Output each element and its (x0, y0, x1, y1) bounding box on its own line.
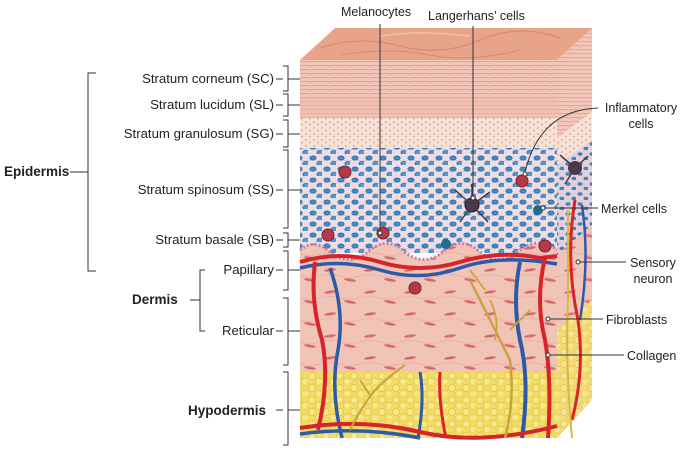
stratum-basale-label: Stratum basale (SB) (155, 232, 274, 247)
fibroblasts-label: Fibroblasts (606, 313, 668, 327)
sensory-line-1: Sensory (630, 256, 676, 270)
melanocytes-label: Melanocytes (341, 5, 412, 19)
dermis-label: Dermis (132, 292, 178, 307)
stratum-granulosum-label: Stratum granulosum (SG) (123, 126, 274, 141)
epidermis-label: Epidermis (4, 164, 70, 179)
stratum-corneum-label: Stratum corneum (SC) (142, 71, 274, 86)
langerhans-label: Langerhans’ cells (428, 9, 525, 23)
stratum-lucidum-label: Stratum lucidum (SL) (150, 97, 274, 112)
merkel-cells-label: Merkel cells (601, 202, 667, 216)
collagen-label: Collagen (627, 349, 677, 363)
inflammatory-line-2: cells (628, 117, 654, 131)
inflammatory-line-1: Inflammatory (604, 101, 678, 115)
stratum-spinosum-label: Stratum spinosum (SS) (137, 182, 274, 197)
inflammatory-cells-label: Inflammatory cells (600, 100, 682, 132)
sensory-neuron-label: Sensory neuron (624, 255, 682, 287)
hypodermis-label: Hypodermis (188, 403, 267, 418)
reticular-label: Reticular (221, 323, 274, 338)
papillary-label: Papillary (223, 262, 274, 277)
sensory-line-2: neuron (633, 272, 673, 286)
